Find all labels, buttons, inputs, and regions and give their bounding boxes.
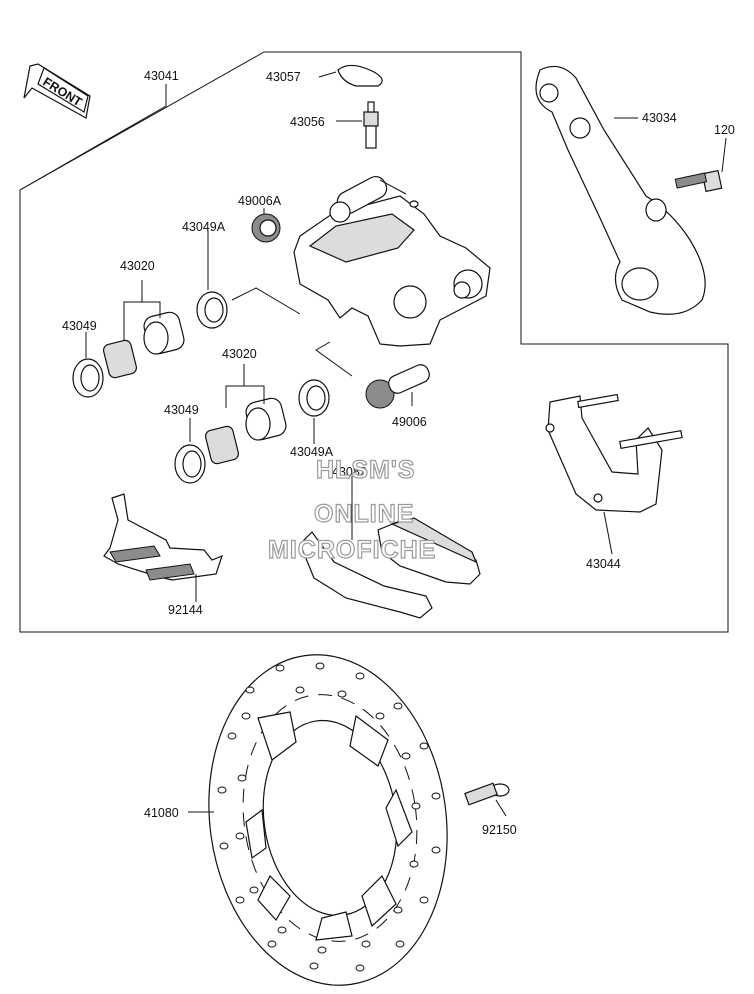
pin-49006: [365, 364, 430, 409]
seal-43049-top: [72, 358, 104, 398]
support-bracket-43044: [545, 393, 683, 513]
label-43049A-top: 43049A: [182, 220, 226, 234]
label-43049-top: 43049: [62, 319, 97, 333]
caliper-assembly-outline: [19, 51, 729, 633]
label-43082: 43082: [332, 465, 367, 479]
watermark-line-3: MICROFICHE: [268, 536, 436, 564]
piston-43020-bottom: [245, 397, 287, 441]
piston-43020-top: [143, 311, 185, 355]
bolt-120: [674, 169, 723, 193]
watermark-line-1: HLSM'S: [316, 456, 415, 484]
brake-pads-43082: [299, 517, 481, 619]
boot-49006A: [251, 213, 281, 243]
seal-43049A-bottom: [298, 379, 330, 417]
label-120: 120: [714, 123, 735, 137]
label-43034: 43034: [642, 111, 677, 125]
label-43044: 43044: [586, 557, 621, 571]
bleeder-valve-43056: [363, 101, 379, 149]
front-arrow-icon: FRONT: [23, 63, 91, 119]
leader-lines: [19, 71, 727, 817]
bleeder-cap-43057: [337, 64, 383, 87]
seal-43049-bottom: [174, 444, 206, 484]
caliper-bracket-43034: [535, 65, 706, 315]
label-43049-bottom: 43049: [164, 403, 199, 417]
label-92144: 92144: [168, 603, 203, 617]
label-43049A-bottom: 43049A: [290, 445, 334, 459]
brake-disc: [208, 654, 448, 986]
caliper-body: [293, 176, 491, 347]
label-43020-top: 43020: [120, 259, 155, 273]
label-92150: 92150: [482, 823, 517, 837]
label-43057: 43057: [266, 70, 301, 84]
pad-spring-92144: [103, 493, 223, 581]
label-43056: 43056: [290, 115, 325, 129]
label-43020-bottom: 43020: [222, 347, 257, 361]
watermark-line-2: ONLINE: [314, 500, 414, 528]
label-43041: 43041: [144, 69, 179, 83]
label-41080: 41080: [144, 806, 179, 820]
insulator-top: [102, 339, 138, 379]
insulator-bottom: [204, 425, 240, 465]
seal-43049A-top: [196, 291, 228, 329]
label-49006: 49006: [392, 415, 427, 429]
bolt-92150: [464, 782, 510, 806]
label-49006A: 49006A: [238, 194, 282, 208]
